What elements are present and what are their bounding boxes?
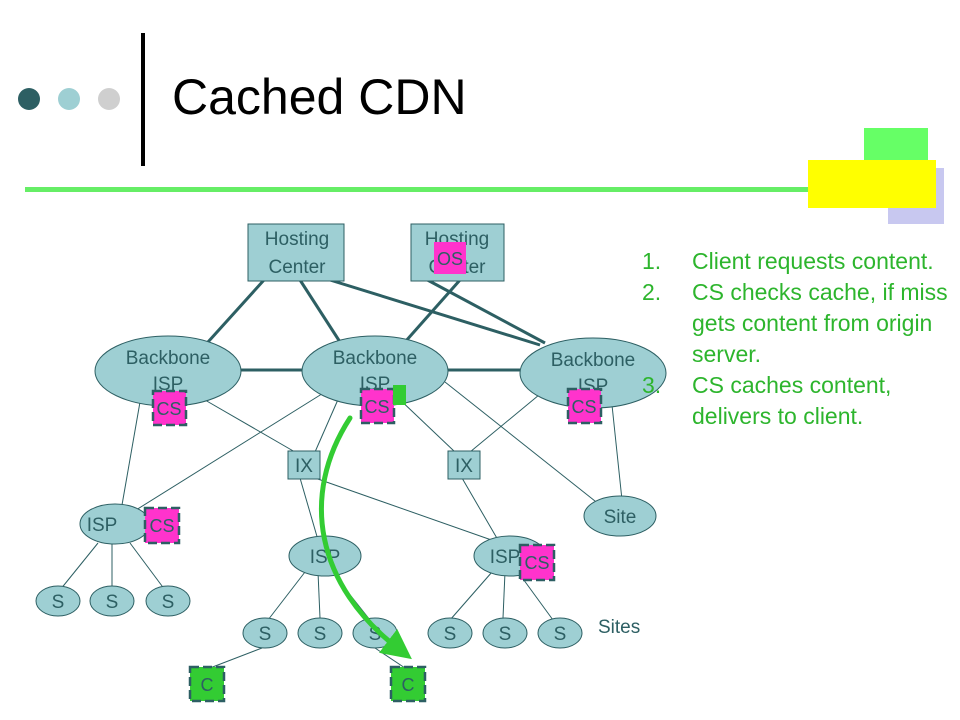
ix-node-2: IX xyxy=(447,450,481,480)
leaf-site-4-label: S xyxy=(259,624,272,645)
step-2-text: CS checks cache, if miss gets content fr… xyxy=(692,279,948,367)
client-1: C xyxy=(188,665,226,703)
origin-server-label: OS xyxy=(437,249,463,269)
cache-server-5: CS xyxy=(518,543,556,582)
decor-dot-dark xyxy=(18,88,40,110)
clients: C C xyxy=(188,665,427,703)
hosting-center-1-label-line1: Hosting xyxy=(265,229,329,250)
ix-node-2-label: IX xyxy=(455,456,473,477)
leaf-site-7-label: S xyxy=(444,624,457,645)
cache-server-2-label: CS xyxy=(364,397,389,417)
leaf-site-5: S xyxy=(297,617,343,649)
step-item-1: 1. Client requests content. xyxy=(642,246,954,277)
site-node: Site xyxy=(583,495,657,537)
step-3-number: 3. xyxy=(642,372,662,398)
leaf-site-3: S xyxy=(145,585,191,617)
leaf-site-2-label: S xyxy=(106,592,119,613)
leaf-site-8-label: S xyxy=(499,624,512,645)
client-2: C xyxy=(389,665,427,703)
client-1-label: C xyxy=(201,675,214,695)
ix-node-1-label: IX xyxy=(295,456,313,477)
decor-square-yellow xyxy=(808,160,936,208)
leaf-site-3-label: S xyxy=(162,592,175,613)
decor-dot-light xyxy=(98,88,120,110)
decor-dot-mid xyxy=(58,88,80,110)
leaf-site-9-label: S xyxy=(554,624,567,645)
backbone-isp-3-label-line1: Backbone xyxy=(551,350,636,371)
cache-server-1-label: CS xyxy=(156,399,181,419)
isp-node-1-label: ISP xyxy=(87,515,118,536)
leaf-site-4: S xyxy=(242,617,288,649)
leaf-site-2: S xyxy=(89,585,135,617)
cached-content-marker xyxy=(393,385,406,405)
leaf-site-7: S xyxy=(427,617,473,649)
cache-server-5-label: CS xyxy=(524,553,549,573)
steps-list: 1. Client requests content. 2. CS checks c… xyxy=(642,246,954,432)
step-item-3: 3. CS caches content, delivers to client. xyxy=(642,370,954,432)
leaf-site-8: S xyxy=(482,617,528,649)
thick-links xyxy=(206,274,546,372)
leaf-site-1: S xyxy=(35,585,81,617)
sites-caption: Sites xyxy=(598,617,640,638)
cache-server-2: CS xyxy=(359,387,396,425)
isp-node-3-label: ISP xyxy=(490,547,521,568)
hosting-center-1-label-line2: Center xyxy=(268,257,326,278)
step-1-number: 1. xyxy=(642,248,662,274)
ix-node-1: IX xyxy=(287,450,321,480)
cache-server-3: CS xyxy=(566,387,603,425)
leaf-site-1-label: S xyxy=(52,592,65,613)
origin-server: OS xyxy=(434,242,466,274)
leaf-site-5-label: S xyxy=(314,624,327,645)
leaf-sites: S S S S S S S S xyxy=(35,585,583,649)
slide-title: Cached CDN xyxy=(172,69,467,125)
title-divider xyxy=(141,33,145,166)
backbone-isp-3: Backbone ISP xyxy=(519,337,667,409)
step-1-text: Client requests content. xyxy=(692,248,934,274)
cache-servers: CS CS CS CS CS xyxy=(143,387,603,582)
site-node-label: Site xyxy=(604,507,637,528)
cache-server-4: CS xyxy=(143,506,181,545)
backbone-isp-2-label-line1: Backbone xyxy=(333,348,418,369)
step-3-text: CS caches content, delivers to client. xyxy=(692,372,892,429)
delivery-arrow xyxy=(318,415,412,660)
cache-server-3-label: CS xyxy=(571,397,596,417)
backbone-isp-1: Backbone ISP xyxy=(94,335,242,407)
title-underline xyxy=(25,187,835,192)
hosting-center-1: Hosting Center xyxy=(247,223,345,282)
isp-node-1: ISP xyxy=(79,503,151,545)
client-2-label: C xyxy=(402,675,415,695)
cache-server-4-label: CS xyxy=(149,516,174,536)
backbone-isp-1-label-line1: Backbone xyxy=(126,348,211,369)
leaf-site-9: S xyxy=(537,617,583,649)
step-2-number: 2. xyxy=(642,279,662,305)
step-item-2: 2. CS checks cache, if miss gets content … xyxy=(642,277,954,370)
cache-server-1: CS xyxy=(151,389,188,427)
